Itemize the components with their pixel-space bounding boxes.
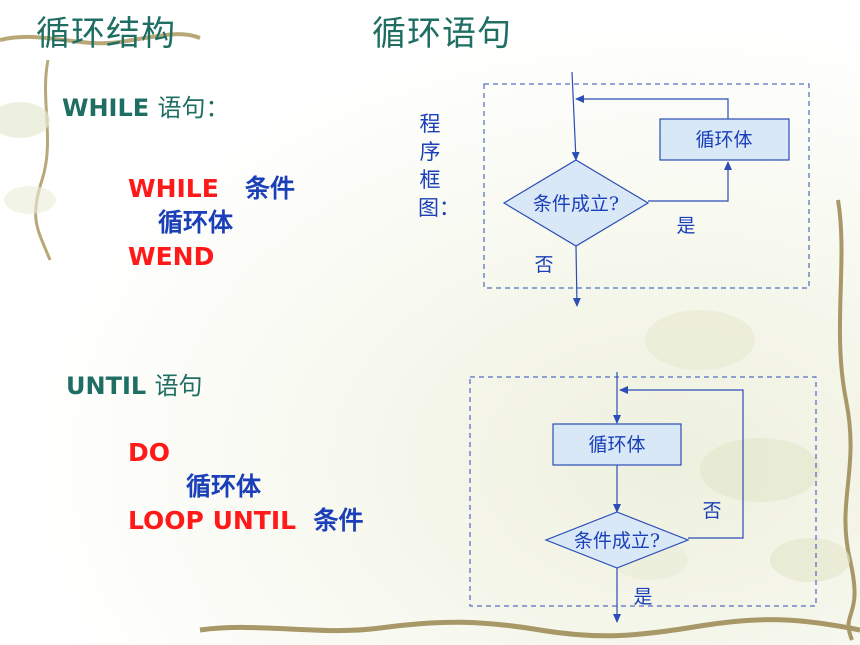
- while-keyword: WHILE: [128, 174, 219, 203]
- until-no-label: 否: [702, 500, 721, 522]
- while-flowchart: 条件成立? 循环体 是 否: [483, 71, 810, 307]
- until-loop-body: 循环体: [186, 472, 262, 501]
- while-condition-text: 条件成立?: [533, 193, 619, 215]
- until-line-1: DO: [128, 436, 364, 470]
- title-right: 循环语句: [372, 14, 512, 54]
- vine-bottom: [199, 617, 860, 639]
- while-heading-text: 语句：: [157, 94, 230, 122]
- while-loop-body-box: [659, 118, 790, 161]
- until-flowchart: 循环体 条件成立? 否 是: [469, 372, 817, 623]
- vine-right: [836, 199, 857, 641]
- vine-top: [0, 32, 201, 46]
- until-flowchart-frame: [469, 376, 817, 607]
- while-entry-arrow: [571, 71, 580, 161]
- while-loop-body-text: 循环体: [695, 129, 752, 151]
- until-heading-text: 语句: [154, 372, 203, 400]
- while-yes-path: [648, 161, 732, 202]
- while-line-1: WHILE 条件: [128, 172, 295, 206]
- until-condition: 条件: [313, 506, 364, 535]
- while-no-label: 否: [534, 254, 553, 276]
- while-loop-back-path: [575, 95, 729, 119]
- flowchart-label-char-3: 框: [419, 168, 441, 192]
- do-keyword: DO: [128, 438, 171, 467]
- vine-left: [34, 59, 52, 261]
- while-yes-label: 是: [676, 215, 695, 237]
- while-heading-keyword: WHILE: [62, 94, 150, 122]
- until-condition-text: 条件成立?: [574, 530, 660, 552]
- until-loop-body-text: 循环体: [588, 434, 645, 456]
- while-line-3: WEND: [128, 240, 295, 274]
- until-yes-label: 是: [633, 586, 652, 608]
- while-exit-arrow: [572, 245, 581, 307]
- while-code: WHILE 条件 循环体 WEND: [128, 172, 295, 274]
- wend-keyword: WEND: [128, 242, 215, 271]
- title-left: 循环结构: [36, 14, 176, 54]
- until-line-2: 循环体: [128, 470, 364, 504]
- while-condition: 条件: [244, 174, 295, 203]
- flowchart-label-char-2: 序: [419, 140, 441, 164]
- until-code: DO 循环体 LOOP UNTIL 条件: [128, 436, 364, 538]
- loop-until-keyword: LOOP UNTIL: [128, 506, 297, 535]
- while-heading: WHILE 语句：: [62, 88, 230, 123]
- until-heading: UNTIL 语句: [66, 366, 203, 401]
- until-loop-body-box: [552, 423, 682, 466]
- until-heading-keyword: UNTIL: [66, 372, 147, 400]
- while-flowchart-frame: [483, 83, 810, 289]
- until-line-3: LOOP UNTIL 条件: [128, 504, 364, 538]
- while-line-2: 循环体: [128, 206, 295, 240]
- until-no-path: [619, 386, 744, 539]
- while-loop-body: 循环体: [158, 208, 234, 237]
- flowchart-label-char-1: 程: [419, 112, 441, 136]
